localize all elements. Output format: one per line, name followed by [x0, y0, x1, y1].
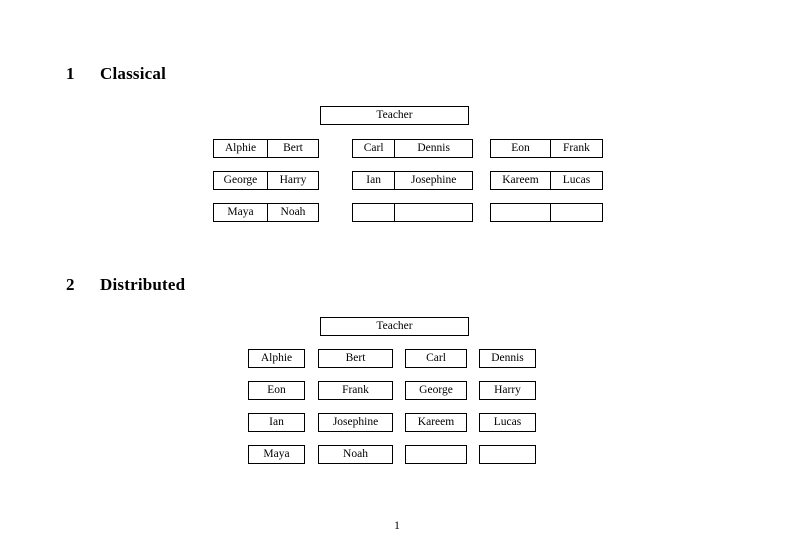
classical-cell: Carl [363, 142, 384, 154]
classical-cell-empty [394, 204, 472, 221]
page-number: 1 [394, 520, 400, 532]
section-heading-distributed: 2 Distributed [66, 275, 185, 295]
distributed-teacher-box: Teacher [320, 317, 469, 336]
distributed-cell: Dennis [479, 349, 536, 368]
distributed-cell: Alphie [248, 349, 305, 368]
classical-cell: Alphie [224, 142, 257, 154]
distributed-cell-empty [479, 445, 536, 464]
classical-group: George Harry [213, 171, 319, 190]
classical-group: Ian Josephine [352, 171, 473, 190]
distributed-row: Ian Josephine Kareem Lucas [248, 413, 548, 432]
distributed-cell: Josephine [318, 413, 393, 432]
distributed-cell: Harry [479, 381, 536, 400]
classical-cell: George [223, 174, 258, 186]
distributed-cell: Maya [248, 445, 305, 464]
distributed-cell: Kareem [405, 413, 467, 432]
classical-teacher-box: Teacher [320, 106, 469, 125]
section-number: 1 [66, 64, 75, 83]
section-heading-classical: 1 Classical [66, 64, 166, 84]
classical-cell: Bert [266, 140, 318, 157]
distributed-cell-empty [405, 445, 467, 464]
distributed-cell: George [405, 381, 467, 400]
classical-cell: Kareem [502, 174, 539, 186]
classical-cell: Frank [549, 140, 602, 157]
classical-cell: Maya [227, 206, 254, 218]
section-title: Classical [100, 64, 167, 83]
classical-cell-empty [491, 204, 550, 221]
classical-group: Kareem Lucas [490, 171, 603, 190]
distributed-cell: Frank [318, 381, 393, 400]
classical-row: George Harry Ian Josephine Kareem Lucas [213, 171, 603, 190]
classical-cell: Josephine [394, 172, 472, 189]
classical-group [352, 203, 473, 222]
distributed-cell: Carl [405, 349, 467, 368]
distributed-cell: Bert [318, 349, 393, 368]
classical-cell-empty [549, 204, 602, 221]
classical-cell: Harry [266, 172, 318, 189]
classical-row: Alphie Bert Carl Dennis Eon Frank [213, 139, 603, 158]
classical-row: Maya Noah [213, 203, 603, 222]
classical-cell: Lucas [549, 172, 602, 189]
distributed-cell: Noah [318, 445, 393, 464]
classical-group: Carl Dennis [352, 139, 473, 158]
classical-cell: Ian [366, 174, 381, 186]
classical-cell: Eon [511, 142, 530, 154]
classical-cell: Noah [266, 204, 318, 221]
section-title: Distributed [100, 275, 186, 294]
distributed-cell: Eon [248, 381, 305, 400]
classical-group: Eon Frank [490, 139, 603, 158]
distributed-row: Maya Noah [248, 445, 548, 464]
distributed-cell: Lucas [479, 413, 536, 432]
classical-group: Maya Noah [213, 203, 319, 222]
distributed-cell: Ian [248, 413, 305, 432]
distributed-row: Eon Frank George Harry [248, 381, 548, 400]
classical-group [490, 203, 603, 222]
classical-grid: Alphie Bert Carl Dennis Eon Frank George… [213, 139, 603, 235]
section-number: 2 [66, 275, 75, 294]
classical-cell-empty [353, 204, 394, 221]
distributed-grid: Alphie Bert Carl Dennis Eon Frank George… [248, 349, 548, 477]
distributed-row: Alphie Bert Carl Dennis [248, 349, 548, 368]
classical-cell: Dennis [394, 140, 472, 157]
classical-group: Alphie Bert [213, 139, 319, 158]
